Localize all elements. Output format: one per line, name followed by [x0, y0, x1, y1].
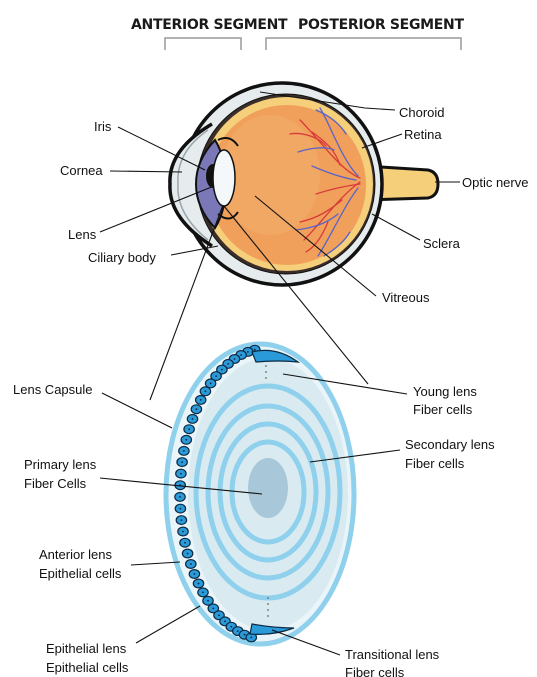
anterior-bracket — [165, 38, 241, 50]
epithelial-cell-nucleus — [196, 408, 198, 410]
label-secondary-fiber-1: Secondary lens — [405, 437, 495, 452]
epithelial-cell-nucleus — [192, 418, 194, 420]
label-anterior-epi-2: Epithelial cells — [39, 566, 122, 581]
label-optic-nerve: Optic nerve — [462, 175, 528, 190]
label-young-fiber-2: Fiber cells — [413, 402, 473, 417]
label-transitional-2: Fiber cells — [345, 665, 405, 677]
anterior-segment-title: ANTERIOR SEGMENT — [131, 17, 288, 33]
label-retina: Retina — [404, 127, 442, 142]
label-epithelial-lens-1: Epithelial lens — [46, 641, 127, 656]
epithelial-cell-nucleus — [179, 496, 181, 498]
epithelial-cell-nucleus — [215, 375, 217, 377]
label-transitional-1: Transitional lens — [345, 647, 440, 662]
label-iris: Iris — [94, 119, 112, 134]
epithelial-cell-nucleus — [188, 428, 190, 430]
epithelial-cell-nucleus — [212, 608, 214, 610]
epithelial-cell-nucleus — [250, 637, 252, 639]
epithelial-cell-nucleus — [184, 542, 186, 544]
epithelial-cell-nucleus — [207, 600, 209, 602]
posterior-bracket — [266, 38, 461, 50]
epithelial-cell-nucleus — [247, 351, 249, 353]
epithelial-cell-nucleus — [200, 399, 202, 401]
label-primary-fiber-1: Primary lens — [24, 457, 97, 472]
epithelial-cell-nucleus — [218, 614, 220, 616]
segment-headers: ANTERIOR SEGMENT POSTERIOR SEGMENT — [131, 17, 464, 50]
label-anterior-epi-1: Anterior lens — [39, 547, 112, 562]
lens-nucleus — [248, 458, 288, 518]
label-choroid: Choroid — [399, 105, 445, 120]
epithelial-cell-nucleus — [194, 573, 196, 575]
epithelial-cell-nucleus — [182, 531, 184, 533]
lens-shape — [213, 150, 235, 206]
epithelial-cell-nucleus — [234, 358, 236, 360]
epithelial-cell-nucleus — [183, 450, 185, 452]
epithelial-cell-nucleus — [180, 508, 182, 510]
epithelial-cell-nucleus — [190, 563, 192, 565]
label-vitreous: Vitreous — [382, 290, 430, 305]
epithelial-cell-nucleus — [187, 553, 189, 555]
epithelial-cell-nucleus — [240, 354, 242, 356]
label-epithelial-lens-2: Epithelial cells — [46, 660, 129, 675]
label-primary-fiber-2: Fiber Cells — [24, 476, 87, 491]
label-lens: Lens — [68, 227, 97, 242]
label-lens-capsule: Lens Capsule — [13, 382, 93, 397]
epithelial-cell-nucleus — [198, 583, 200, 585]
label-young-fiber-1: Young lens — [413, 384, 477, 399]
epithelial-cell-nucleus — [237, 630, 239, 632]
epithelial-cell-nucleus — [202, 592, 204, 594]
eyeball-illustration — [170, 83, 438, 285]
epithelial-cell-nucleus — [224, 621, 226, 623]
epithelial-cell-nucleus — [227, 363, 229, 365]
epithelial-cell-nucleus — [181, 519, 183, 521]
epithelial-cell-nucleus — [221, 369, 223, 371]
epithelial-cell-nucleus — [185, 439, 187, 441]
label-cornea: Cornea — [60, 163, 103, 178]
label-sclera: Sclera — [423, 236, 461, 251]
label-ciliary-body: Ciliary body — [88, 250, 156, 265]
epithelial-cell-nucleus — [180, 473, 182, 475]
epithelial-cell-nucleus — [210, 383, 212, 385]
epithelial-cell-nucleus — [254, 349, 256, 351]
epithelial-cell-nucleus — [244, 634, 246, 636]
label-secondary-fiber-2: Fiber cells — [405, 456, 465, 471]
epithelial-cell-nucleus — [230, 626, 232, 628]
posterior-segment-title: POSTERIOR SEGMENT — [298, 17, 464, 33]
epithelial-cell-nucleus — [181, 461, 183, 463]
epithelial-cell-nucleus — [205, 390, 207, 392]
